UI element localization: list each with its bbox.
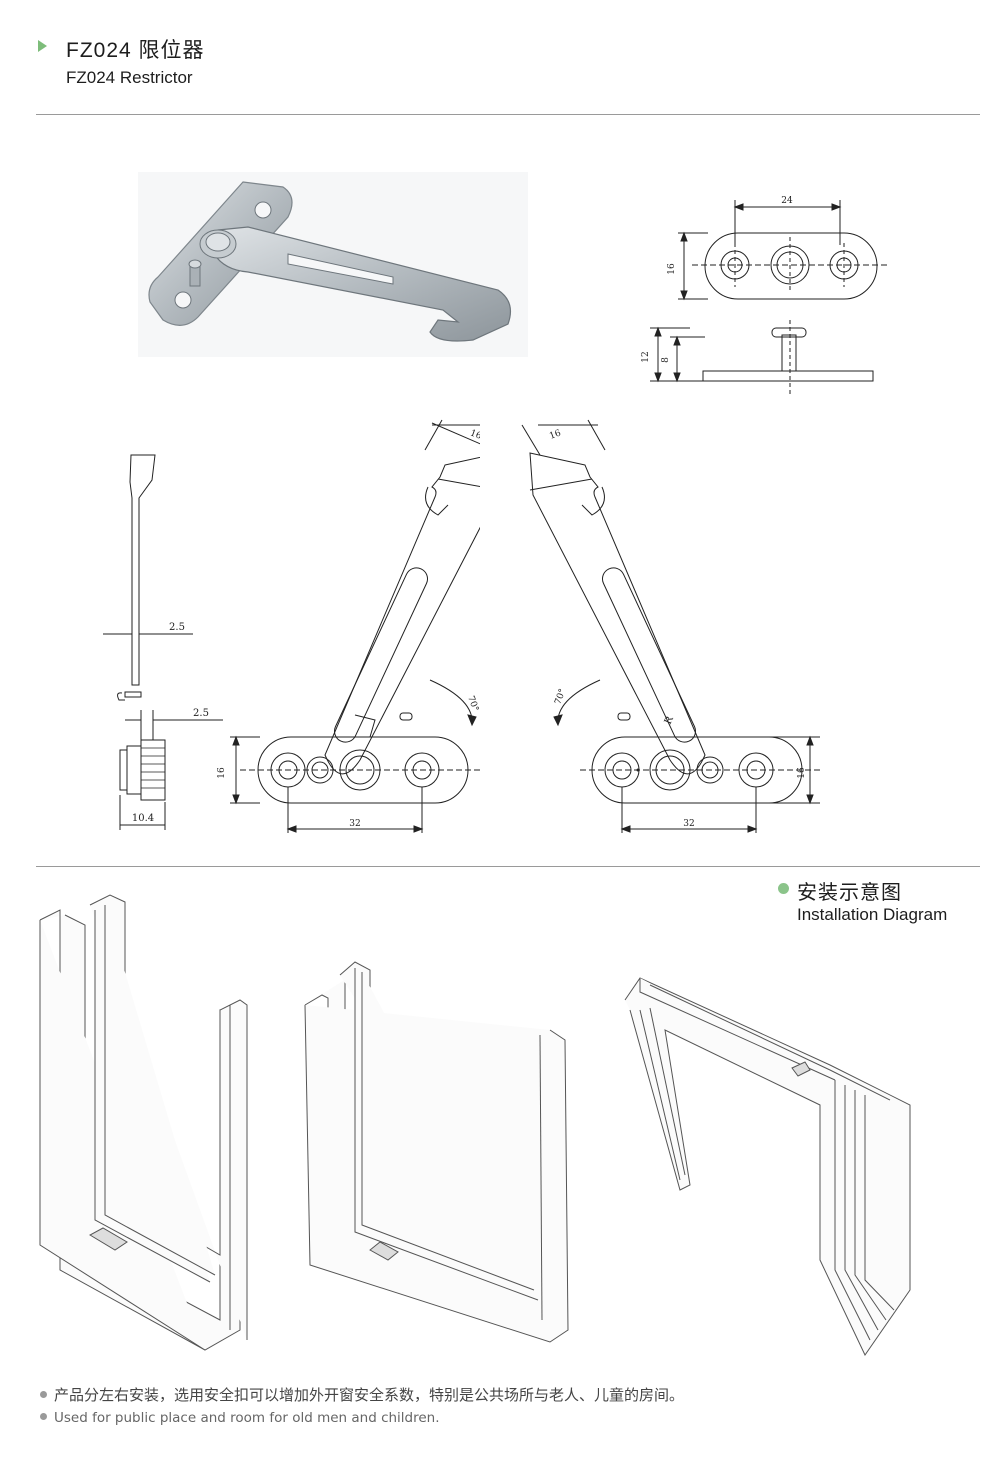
dim-16-top: 16 [667,263,677,275]
restrictor-3d-render [138,172,528,357]
dim-8: 8 [661,357,671,363]
note-en-text: Used for public place and room for old m… [54,1410,440,1426]
installation-frame-3 [624,977,911,1356]
section-bullet-icon [778,883,789,894]
dim-12: 12 [641,351,651,362]
dim-16-right: 16 [797,767,807,779]
dim-2-5-lower: 2.5 [193,708,209,719]
note-cn-text: 产品分左右安装，选用安全扣可以增加外开窗安全系数，特别是公共场所与老人、儿童的房… [54,1386,685,1404]
note-cn: 产品分左右安装，选用安全扣可以增加外开窗安全系数，特别是公共场所与老人、儿童的房… [40,1384,684,1405]
installation-frame-1 [39,894,248,1351]
note-en: Used for public place and room for old m… [40,1410,440,1426]
dim-32-right: 32 [683,819,694,829]
side-profile-drawing: 2.5 2.5 10.4 [103,454,223,830]
note-bullet-icon [40,1391,47,1398]
installation-frame-2 [304,961,569,1343]
left-restrictor-drawing: 16 70° 16 32 [217,419,480,833]
dim-16-tip-left: 16 [469,428,480,441]
dim-32-left: 32 [349,819,360,829]
product-title-cn: FZ024 限位器 [66,39,205,62]
dim-16-tip-right: 16 [548,428,562,441]
dim-2-5-upper: 2.5 [169,622,185,633]
installation-title-cn: 安装示意图 [797,882,902,904]
base-plate-drawing: 24 16 12 8 [641,196,890,397]
right-part-mark: R [663,714,676,726]
angle-70-left: 70° [465,695,480,713]
angle-70-right: 70° [553,688,568,706]
installation-title-en: Installation Diagram [797,905,948,924]
dim-10-4: 10.4 [132,813,154,824]
product-title-en: FZ024 Restrictor [66,68,193,87]
dim-16-left: 16 [217,767,227,779]
right-restrictor-drawing: 16 70° R 16 32 [521,419,820,833]
header-arrow-icon [38,40,47,52]
dim-24: 24 [781,196,793,206]
header-divider [36,114,980,115]
section-divider [36,866,980,867]
note-bullet-icon [40,1413,47,1420]
